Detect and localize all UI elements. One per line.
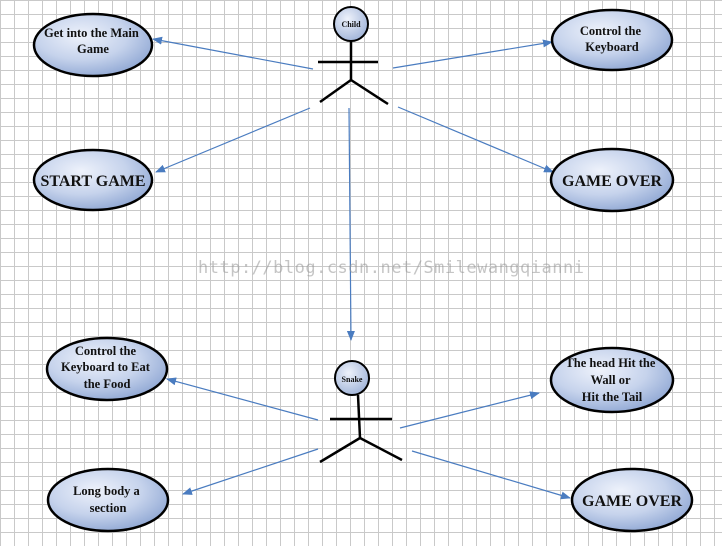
actor-child: Child: [318, 6, 389, 106]
use-case-start-game: START GAME: [32, 148, 154, 212]
use-case-label: GAME OVER: [562, 173, 662, 190]
arrow-child-main-game: [152, 36, 314, 70]
arrow-snake-game-over: [411, 450, 571, 500]
svg-text:START GAME: START GAME: [40, 173, 145, 190]
use-case-label: Wall or: [591, 373, 631, 387]
child-associations: [152, 36, 554, 341]
svg-text:GAME OVER: GAME OVER: [582, 493, 682, 510]
use-case-eat-food: Control the Keyboard to Eat the Food: [45, 336, 169, 402]
use-case-label: Keyboard to Eat: [61, 360, 151, 374]
svg-text:GAME OVER: GAME OVER: [562, 173, 662, 190]
use-case-label: section: [90, 501, 127, 515]
arrow-child-game-over: [397, 106, 554, 173]
use-case-long-body: Long body a section: [46, 467, 170, 533]
use-case-game-over-top: GAME OVER: [549, 147, 675, 213]
arrow-child-start-game: [155, 107, 311, 173]
actor-body: [319, 394, 403, 464]
use-case-label: Game: [77, 42, 109, 56]
actor-body: [318, 41, 389, 106]
arrow-snake-hit-wall: [399, 391, 540, 429]
use-case-label: Long body a: [73, 484, 140, 498]
use-case-label: GAME OVER: [582, 493, 682, 510]
use-case-game-over-bottom: GAME OVER: [570, 467, 694, 533]
use-case-label: START GAME: [40, 173, 145, 190]
actor-label: Child: [341, 20, 361, 29]
actor-head: [334, 360, 370, 396]
actor-label: Snake: [342, 375, 363, 384]
actor-snake: Snake: [319, 360, 403, 464]
use-case-label: Keyboard: [585, 40, 639, 54]
svg-text:Long body a section: Long body a section: [73, 484, 143, 515]
use-case-main-game: Get into the Main Game: [32, 12, 154, 78]
svg-text:Control the Keyboard: Control the Keyboard: [580, 24, 644, 54]
use-case-control-keyboard: Control the Keyboard: [550, 8, 674, 72]
snake-associations: [166, 377, 571, 500]
use-case-label: Control the: [75, 344, 137, 358]
svg-text:The head Hit the Wall or: The head Hit the Wall or Hit the Tail: [565, 356, 658, 404]
arrow-child-control-keyboard: [392, 39, 553, 69]
svg-text:Control the Keyboard to: Control the Keyboard to Eat the Food: [61, 344, 153, 391]
use-case-label: Hit the Tail: [582, 390, 643, 404]
arrow-child-snake: [346, 107, 355, 341]
use-case-label: Control the: [580, 24, 642, 38]
use-case-label: The head Hit the: [565, 356, 655, 370]
use-case-label: Get into the Main: [44, 26, 139, 40]
use-case-label: the Food: [84, 377, 131, 391]
svg-text:Get into the Main Game: Get into the Main Game: [44, 26, 142, 56]
arrow-snake-long-body: [182, 448, 319, 495]
use-case-hit-wall: The head Hit the Wall or Hit the Tail: [549, 346, 675, 414]
arrow-snake-eat-food: [166, 377, 319, 421]
